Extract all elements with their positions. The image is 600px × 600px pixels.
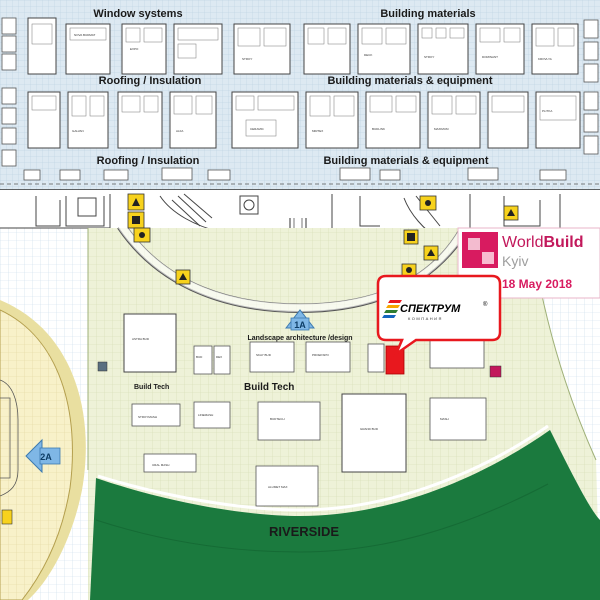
- zone-label-roofing-insulation: Roofing / Insulation: [97, 155, 200, 167]
- booth-label: BUDTECH: [270, 417, 285, 421]
- hall-bottom-row: [23, 167, 567, 181]
- zone-label-window-systems: Window systems: [93, 8, 182, 20]
- booth-label: STROY: [242, 57, 252, 61]
- booth-label: BUDLINK: [372, 127, 385, 131]
- exhibitor-name: СПЕКТРУМ: [400, 303, 461, 315]
- booth-label: BUD: [196, 355, 203, 359]
- booth-label: LINEMASH: [198, 413, 213, 417]
- booth-label: DOMINANT: [482, 55, 498, 59]
- information-sign-icon: [423, 245, 439, 261]
- spectrum-logo-icon: [382, 300, 402, 318]
- booth-label: KROVLYA: [538, 57, 552, 61]
- booth-label: ALUMET MAX: [268, 485, 287, 489]
- event-date: 18 May 2018: [502, 277, 572, 291]
- booth-label: NOVA BUDMAT: [74, 33, 96, 37]
- booth-label: GALVAN: [72, 129, 84, 133]
- booth-label: PROEKSPO: [312, 353, 330, 357]
- exhibitor-registered-mark: ®: [483, 301, 488, 308]
- booth-label: ALFA: [176, 129, 183, 133]
- information-sign-icon: [127, 211, 145, 229]
- booth-label: STROY: [424, 55, 434, 59]
- service-signs: [127, 193, 519, 285]
- zone-label-build-tech: Build Tech: [244, 382, 294, 393]
- booth-label: CERAMIC: [250, 127, 265, 131]
- zone-label-building-materials-equipment: Building materials & equipment: [323, 155, 488, 167]
- worldbuild-logo-icon: [462, 232, 498, 268]
- zone-label-landscape-architecture: Landscape architecture /design: [247, 335, 352, 342]
- booth-label: EXPO: [130, 47, 139, 51]
- zone-label-building-materials: Building materials: [380, 8, 475, 20]
- riverside-area: RIVERSIDE: [90, 424, 600, 600]
- booth-label: SKAY BUD: [256, 353, 272, 357]
- booth-label: GRAND BUD: [360, 427, 379, 431]
- information-sign-icon: [127, 193, 145, 211]
- left-wall-booths: [1, 17, 17, 167]
- information-sign-icon: [419, 195, 437, 211]
- booth-label: DECK: [364, 53, 372, 57]
- event-city: Kyiv: [502, 253, 528, 269]
- information-sign-icon: [503, 205, 519, 221]
- zone-label-build-tech-small: Build Tech: [134, 384, 169, 391]
- booth-label: MASH: [440, 417, 449, 421]
- exhibitor-subtitle: КОМПАНИЯ: [408, 316, 443, 321]
- booth-label: ASTRA BUD: [132, 337, 150, 341]
- entrance-label: 1A: [294, 320, 306, 330]
- zone-label-riverside: RIVERSIDE: [269, 524, 339, 539]
- event-brand: WorldBuild: [502, 234, 584, 251]
- booth-label: STROYMASH: [138, 415, 157, 419]
- exhibition-hall: NOVA BUDMAT EXPO STROY DECK STROY: [0, 0, 600, 191]
- booth-label: URAL MASH: [152, 463, 169, 467]
- information-sign-icon: [133, 227, 151, 243]
- event-brand-part1: World: [502, 234, 544, 251]
- entrance-corridor: [0, 190, 600, 255]
- middle-booth-row: GALVAN ALFA CERAMIC MIRTEX BUDLINK MA: [27, 91, 581, 149]
- right-wall-booths: [583, 19, 599, 155]
- event-brand-part2: Build: [544, 234, 584, 251]
- information-sign-icon: [175, 269, 191, 285]
- information-sign-icon: [401, 263, 417, 277]
- booth-label: DEX: [216, 355, 222, 359]
- information-sign-icon: [403, 229, 419, 245]
- entrance-marker-1a[interactable]: 1A: [284, 309, 316, 331]
- booth-label: MIRTEX: [312, 129, 323, 133]
- zone-label-roofing-insulation: Roofing / Insulation: [99, 75, 202, 87]
- zone-label-building-materials-equipment: Building materials & equipment: [327, 75, 492, 87]
- entrance-label: 2A: [40, 452, 52, 462]
- booth-label: PLITKA: [542, 109, 552, 113]
- exhibitor-callout[interactable]: СПЕКТРУМ ® КОМПАНИЯ: [376, 274, 502, 358]
- booth-label: MAXIMUM: [434, 127, 449, 131]
- entrance-marker-2a[interactable]: 2A: [25, 438, 61, 474]
- top-booth-row: NOVA BUDMAT EXPO STROY DECK STROY: [27, 17, 579, 75]
